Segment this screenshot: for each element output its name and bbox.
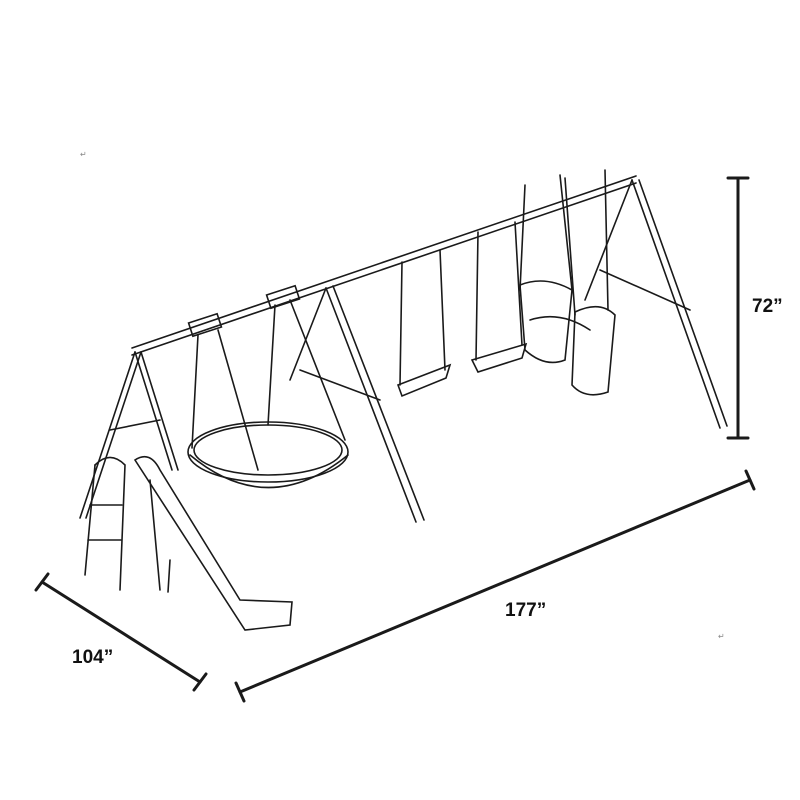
return-mark: ↵: [718, 632, 725, 641]
length-label: 177”: [505, 600, 547, 621]
length-dimension-line: [234, 469, 756, 703]
top-beam: [131, 175, 637, 356]
left-a-frame: [79, 351, 179, 519]
height-label: 72”: [752, 296, 783, 317]
glider: [519, 169, 616, 396]
height-dimension-line: [726, 176, 750, 440]
depth-label: 104”: [72, 647, 114, 668]
saucer-swing: [187, 284, 349, 489]
slide: [84, 455, 293, 631]
belt-swings: [396, 221, 528, 398]
depth-dimension-line: [34, 572, 208, 692]
right-a-frame: [584, 179, 728, 429]
return-mark: ↵: [80, 150, 87, 159]
middle-a-frame: [289, 285, 425, 523]
